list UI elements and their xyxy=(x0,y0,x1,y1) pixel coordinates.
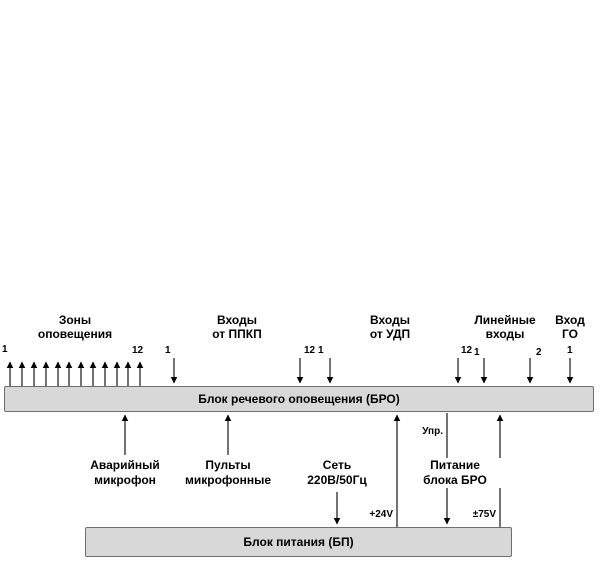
label-mains-line2: 220В/50Гц xyxy=(307,473,367,487)
ppkp-input-arrows xyxy=(170,358,304,384)
num-udp-last: 12 xyxy=(461,345,473,356)
bro-block-label: Блок речевого оповещения (БРО) xyxy=(198,392,400,406)
label-go-line2: ГО xyxy=(562,327,578,341)
num-linear-last: 2 xyxy=(536,347,542,358)
label-mic-consoles: Пульты микрофонные xyxy=(173,458,283,488)
label-power-bro-line1: Питание xyxy=(430,458,480,472)
label-mains-line1: Сеть xyxy=(322,458,352,472)
label-go-line1: Вход xyxy=(555,313,585,327)
linear-input-arrows xyxy=(480,358,534,384)
label-emergency-mic-line2: микрофон xyxy=(94,473,156,487)
num-linear-first: 1 xyxy=(474,347,480,358)
num-ppkp-last: 12 xyxy=(304,345,316,356)
num-go-first: 1 xyxy=(567,345,573,356)
label-24v: +24V xyxy=(369,509,393,520)
num-ppkp-first: 1 xyxy=(165,345,171,356)
zones-output-arrows xyxy=(6,361,144,386)
label-control: Упр. xyxy=(422,426,443,437)
label-ppkp: Входы от ППКП xyxy=(182,313,292,341)
label-linear: Линейные входы xyxy=(457,313,553,341)
label-power-bro: Питание блока БРО xyxy=(407,458,503,488)
label-udp: Входы от УДП xyxy=(335,313,445,341)
num-zones-last: 12 xyxy=(132,345,144,356)
label-mains: Сеть 220В/50Гц xyxy=(282,458,392,488)
bp-block: Блок питания (БП) xyxy=(85,527,512,557)
label-ppkp-line2: от ППКП xyxy=(212,327,262,341)
label-linear-line1: Линейные xyxy=(474,313,536,327)
label-mic-consoles-line2: микрофонные xyxy=(184,473,271,487)
label-udp-line2: от УДП xyxy=(369,327,411,341)
label-zones-line2: оповещения xyxy=(37,327,113,341)
label-ppkp-line1: Входы xyxy=(217,313,257,327)
label-udp-line1: Входы xyxy=(370,313,410,327)
label-zones: Зоны оповещения xyxy=(20,313,130,341)
num-zones-first: 1 xyxy=(2,344,8,355)
label-linear-line2: входы xyxy=(485,327,525,341)
label-75v: ±75V xyxy=(472,509,496,520)
label-zones-line1: Зоны xyxy=(58,313,92,327)
label-emergency-mic-line1: Аварийный xyxy=(90,458,160,472)
label-power-bro-line2: блока БРО xyxy=(423,473,487,487)
label-go: Вход ГО xyxy=(546,313,594,341)
num-udp-first: 1 xyxy=(318,345,324,356)
bro-block: Блок речевого оповещения (БРО) xyxy=(4,386,594,412)
udp-input-arrows xyxy=(326,358,462,384)
label-emergency-mic: Аварийный микрофон xyxy=(70,458,180,488)
bp-block-label: Блок питания (БП) xyxy=(243,535,354,549)
label-mic-consoles-line1: Пульты xyxy=(205,458,251,472)
